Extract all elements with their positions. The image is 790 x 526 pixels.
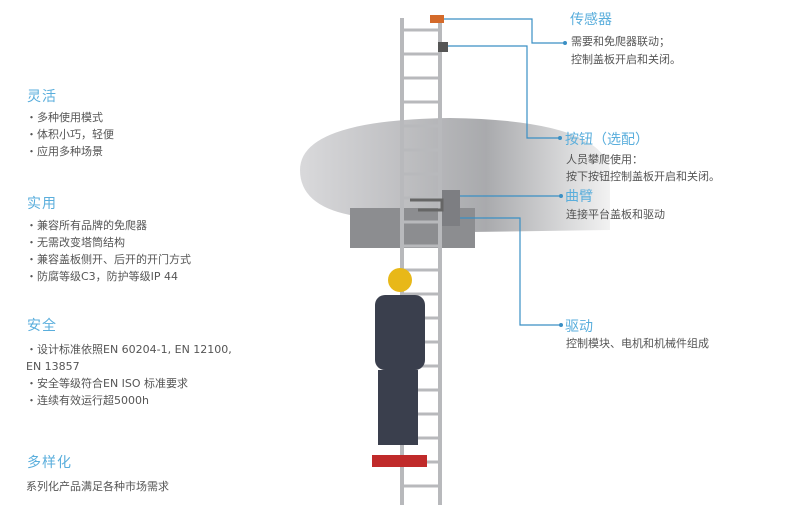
callout-text: 控制模块、电机和机械件组成: [566, 337, 709, 350]
feature-item: ・应用多种场景: [26, 145, 103, 158]
feature-item: ・兼容盖板侧开、后开的开门方式: [26, 253, 191, 266]
feature-item: ・设计标准依照EN 60204-1, EN 12100,: [26, 343, 232, 356]
callout-text: 控制盖板开启和关闭。: [571, 53, 681, 66]
callout-text: 需要和免爬器联动；: [571, 35, 670, 48]
feature-item: ・连续有效运行超5000h: [26, 394, 149, 407]
worker-figure: [372, 268, 427, 467]
callout-title: 按钮（选配）: [565, 132, 649, 148]
section-title: 多样化: [27, 455, 72, 471]
section-title: 灵活: [27, 89, 57, 105]
callout-title: 曲臂: [565, 189, 593, 205]
leader-lines: [444, 18, 565, 326]
section-title: 安全: [27, 318, 57, 334]
feature-item: ・多种使用模式: [26, 111, 103, 124]
drive-box: [442, 190, 460, 226]
feature-item: ・体积小巧，轻便: [26, 128, 114, 141]
feature-item: ・兼容所有品牌的免爬器: [26, 219, 147, 232]
sensor: [438, 42, 448, 52]
callout-text: 按下按钮控制盖板开启和关闭。: [566, 170, 720, 183]
arm: [410, 198, 444, 212]
callout-text: 连接平台盖板和驱动: [566, 208, 665, 221]
feature-item: 系列化产品满足各种市场需求: [26, 480, 169, 493]
callout-text: 人员攀爬使用：: [566, 153, 643, 166]
section-title: 实用: [27, 196, 57, 212]
feature-item: ・防腐等级C3，防护等级IP 44: [26, 270, 179, 283]
callout-title: 驱动: [565, 319, 593, 335]
feature-item: EN 13857: [26, 360, 80, 373]
feature-item: ・无需改变塔筒结构: [26, 236, 125, 249]
feature-item: ・安全等级符合EN ISO 标准要求: [26, 377, 189, 390]
sensor-top: [430, 15, 444, 23]
callout-title: 传感器: [570, 12, 612, 28]
